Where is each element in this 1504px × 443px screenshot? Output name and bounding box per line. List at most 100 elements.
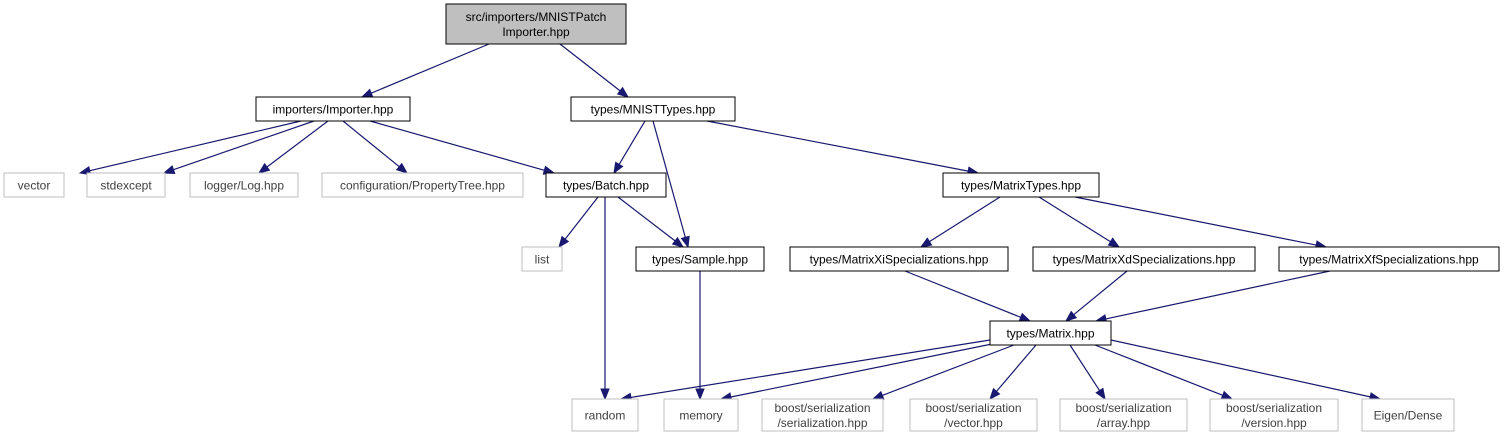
edge-line	[369, 120, 545, 171]
node-label: types/MatrixXdSpecializations.hpp	[1053, 253, 1236, 267]
edge-line	[342, 120, 400, 168]
edge-line	[730, 343, 993, 398]
node-label: /serialization.hpp	[777, 416, 867, 430]
edge-arrowhead	[989, 387, 1001, 401]
edge-importer-to-batch	[369, 120, 556, 175]
edge-arrowhead	[360, 88, 374, 98]
node-label: /version.hpp	[1241, 416, 1307, 430]
edge-matrix-to-eigen	[1110, 339, 1382, 402]
node-bs_vec: boost/serialization/vector.hpp	[909, 398, 1038, 432]
edge-mnisttypes-to-batch	[613, 120, 646, 175]
edge-importer-to-proptree	[342, 120, 409, 174]
node-xf[interactable]: types/MatrixXfSpecializations.hpp	[1278, 246, 1500, 272]
node-label: importers/Importer.hpp	[273, 103, 394, 117]
node-label: boost/serialization	[1226, 401, 1322, 415]
node-label: boost/serialization	[925, 401, 1021, 415]
node-box	[761, 398, 884, 432]
node-sample[interactable]: types/Sample.hpp	[635, 246, 765, 272]
edge-arrowhead	[680, 235, 690, 249]
edge-matrixtypes-to-xi	[919, 196, 1001, 248]
edge-arrowhead	[616, 86, 630, 98]
node-bs_ver: boost/serialization/version.hpp	[1209, 398, 1339, 432]
node-box	[989, 320, 1112, 346]
node-bs_arr: boost/serialization/array.hpp	[1059, 398, 1188, 432]
node-label: boost/serialization	[1075, 401, 1171, 415]
edge-line	[89, 120, 302, 172]
edge-xd-to-matrix	[1064, 270, 1128, 322]
node-label: memory	[679, 409, 722, 423]
edge-mnisttypes-to-matrixtypes	[706, 120, 980, 176]
node-xd[interactable]: types/MatrixXdSpecializations.hpp	[1032, 246, 1256, 272]
edge-matrix-to-bs_vec	[989, 344, 1037, 401]
node-mnisttypes[interactable]: types/MNISTTypes.hpp	[570, 96, 736, 122]
node-log: logger/Log.hpp	[189, 172, 299, 198]
edge-matrix-to-random	[619, 339, 991, 403]
edge-arrowhead	[162, 165, 176, 175]
node-label: Importer.hpp	[502, 25, 570, 39]
edge-root-to-mnisttypes	[559, 43, 630, 98]
node-box	[86, 172, 166, 198]
node-random: random	[571, 398, 639, 432]
node-label: logger/Log.hpp	[204, 179, 284, 193]
edge-line	[370, 43, 490, 94]
node-box	[1059, 398, 1188, 432]
edge-batch-to-sample	[617, 196, 685, 248]
edge-line	[996, 344, 1037, 392]
edge-line	[564, 196, 599, 240]
edge-line	[266, 120, 329, 168]
edge-line	[617, 196, 676, 242]
node-label: random	[585, 409, 626, 423]
node-label: boost/serialization	[774, 401, 870, 415]
edge-arrowhead	[871, 390, 885, 400]
node-label: list	[535, 253, 550, 267]
edge-arrowhead	[257, 162, 271, 174]
edge-matrix-to-bs_ver	[1094, 344, 1234, 400]
node-box	[1278, 246, 1500, 272]
node-label: types/Matrix.hpp	[1006, 327, 1094, 341]
node-box	[1361, 398, 1455, 432]
node-box	[255, 96, 411, 122]
node-box	[189, 172, 299, 198]
node-box	[663, 398, 739, 432]
node-label: types/MNISTTypes.hpp	[591, 103, 716, 117]
edge-line	[706, 120, 969, 172]
edge-line	[1105, 270, 1331, 320]
node-stdexcept: stdexcept	[86, 172, 166, 198]
edge-arrowhead	[395, 162, 409, 174]
edge-arrowhead	[1107, 237, 1121, 248]
node-proptree: configuration/PropertyTree.hpp	[321, 172, 524, 198]
edge-arrowhead	[919, 237, 933, 248]
node-box	[942, 172, 1100, 198]
edge-arrowhead	[1095, 387, 1106, 401]
edge-matrix-to-bs_arr	[1069, 344, 1106, 401]
edge-importer-to-log	[257, 120, 329, 174]
node-eigen: Eigen/Dense	[1361, 398, 1455, 432]
node-batch[interactable]: types/Batch.hpp	[545, 172, 667, 198]
edge-line	[1074, 196, 1317, 246]
edge-batch-to-random	[600, 197, 610, 401]
edge-arrowhead	[671, 236, 685, 248]
edge-line	[1094, 344, 1223, 396]
edge-matrix-to-memory	[719, 343, 993, 402]
node-matrixtypes[interactable]: types/MatrixTypes.hpp	[942, 172, 1100, 198]
edge-importer-to-stdexcept	[162, 120, 315, 175]
node-box	[445, 3, 627, 45]
edge-line	[618, 120, 646, 165]
edge-batch-to-list	[558, 196, 599, 249]
node-importer[interactable]: importers/Importer.hpp	[255, 96, 411, 122]
node-label: types/Sample.hpp	[652, 253, 748, 267]
edge-line	[929, 196, 1001, 243]
edge-xi-to-matrix	[904, 270, 1032, 322]
node-box	[521, 246, 563, 272]
node-label: /array.hpp	[1097, 416, 1150, 430]
edge-line	[173, 120, 315, 171]
node-box	[635, 246, 765, 272]
node-xi[interactable]: types/MatrixXiSpecializations.hpp	[789, 246, 1009, 272]
node-label: types/MatrixXfSpecializations.hpp	[1299, 253, 1479, 267]
node-box	[909, 398, 1038, 432]
node-matrix[interactable]: types/Matrix.hpp	[989, 320, 1112, 346]
edge-arrowhead	[1220, 390, 1234, 400]
